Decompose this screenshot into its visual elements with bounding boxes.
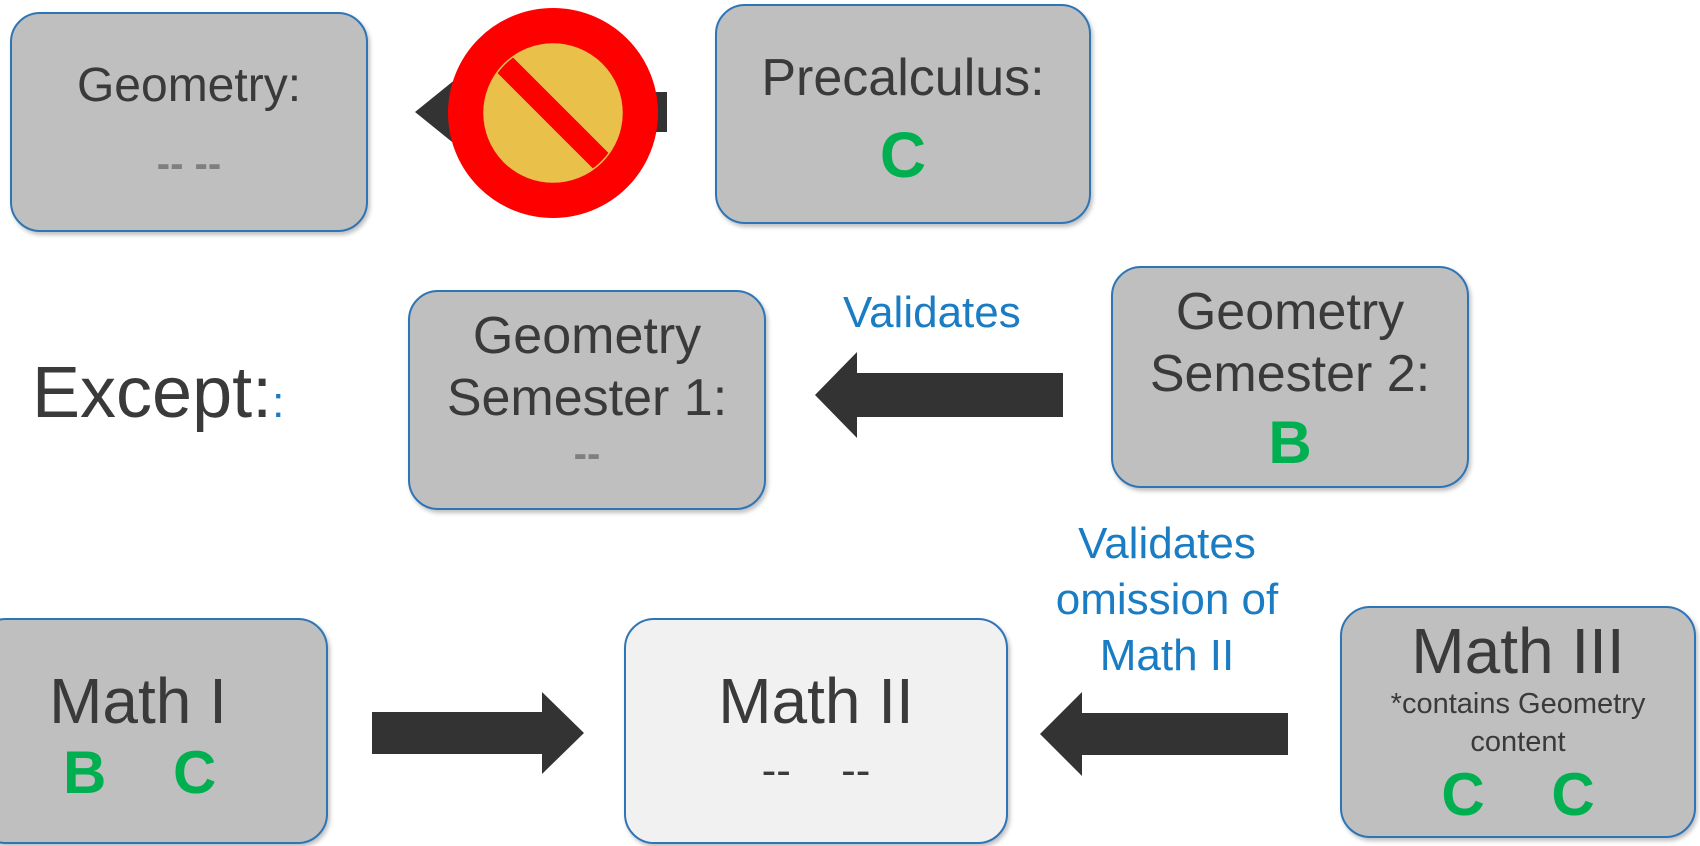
math3-grade1: C [1441,761,1485,828]
math2-title: Math II [718,665,914,737]
math3-title: Math III [1411,615,1625,687]
semester1-grade: -- [573,432,601,476]
math3-box: Math III *contains Geometry content C C [1340,606,1696,838]
except-mark: : [272,378,285,427]
semester2-line1: Geometry [1175,283,1405,341]
math2-box: Math II -- -- [624,618,1008,844]
validates-omission-line1: Validates [1078,519,1256,568]
validates-arrow [815,352,1063,438]
semester2-line2: Semester 2: [1149,345,1431,403]
math3-grades: C C [1342,760,1694,829]
math1-grade2: C [173,739,217,806]
validates-omission-line3: Math II [1099,631,1235,680]
validates-omission-arrow [1040,692,1288,776]
validates-omission-line2: omission of [1055,575,1279,624]
semester1-line1: Geometry [472,307,702,365]
semester2-grade: B [1268,409,1312,476]
math1-grades: B C [63,738,216,807]
geometry-title: Geometry: [76,59,302,112]
math1-box: Math I B C [0,618,328,844]
geometry-box: Geometry: -- -- [10,12,368,232]
math1-title: Math I [49,665,227,737]
except-label: Except:: [32,352,284,434]
geometry-grades: -- -- [156,142,222,186]
math3-note1: *contains Geometry [1390,688,1646,720]
math3-grade2: C [1551,761,1595,828]
math3-note2: content [1470,726,1566,758]
semester1-line2: Semester 1: [446,369,728,427]
validates-omission-label: Validates omission of Math II [1032,516,1302,684]
validates-label: Validates [843,288,1021,337]
precalculus-title: Precalculus: [761,49,1045,107]
math2-grade1: -- [761,746,791,795]
except-text: Except: [32,353,273,433]
geometry-semester2-box: Geometry Semester 2: B [1111,266,1469,488]
math1-grade1: B [63,739,107,806]
geometry-semester1-box: Geometry Semester 1: -- [408,290,766,510]
precalculus-grade: C [879,119,927,191]
math1-to-math2-arrow [372,692,584,774]
precalculus-box: Precalculus: C [715,4,1091,224]
math2-grade2: -- [841,746,871,795]
prohibited-icon [448,8,658,218]
math2-grades: -- -- [626,746,1006,796]
